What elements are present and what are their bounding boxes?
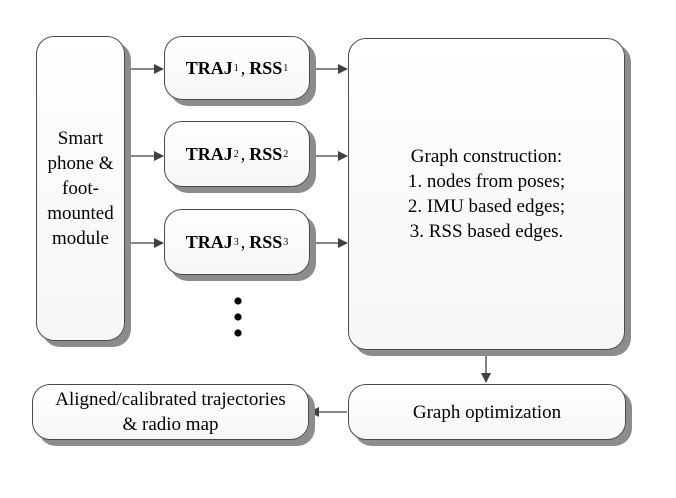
- ellipsis-dot: [234, 329, 242, 337]
- traj-label: TRAJ: [185, 143, 233, 164]
- output-line: Aligned/calibrated trajectories: [55, 389, 286, 410]
- graph-optimization-label: Graph optimization: [412, 401, 562, 423]
- traj-index: 3: [233, 236, 239, 248]
- graph-construction-box: Graph construction: 1. nodes from poses;…: [348, 38, 625, 350]
- source-line: phone &: [47, 153, 114, 174]
- traj-index: 1: [233, 62, 239, 74]
- graph-construction-title: Graph construction:: [410, 146, 563, 167]
- graph-construction-step: 2. IMU based edges;: [407, 196, 566, 217]
- traj-label: TRAJ: [185, 231, 233, 252]
- source-line: foot-: [62, 178, 99, 199]
- rss-label: RSS: [249, 57, 283, 78]
- source-line: module: [52, 228, 109, 249]
- rss-index: 1: [283, 62, 289, 74]
- traj-index: 2: [233, 148, 239, 160]
- source-line: mounted: [47, 203, 114, 224]
- output-line: & radio map: [122, 414, 219, 435]
- rss-label: RSS: [249, 231, 283, 252]
- output-box: Aligned/calibrated trajectories & radio …: [32, 384, 309, 440]
- graph-construction-step: 3. RSS based edges.: [409, 221, 564, 242]
- rss-index: 2: [283, 148, 289, 160]
- rss-index: 3: [283, 236, 289, 248]
- source-line: Smart: [57, 128, 104, 149]
- ellipsis-dot: [234, 297, 242, 305]
- traj-label: TRAJ: [185, 57, 233, 78]
- graph-optimization-box: Graph optimization: [348, 384, 626, 440]
- ellipsis-dot: [234, 313, 242, 321]
- graph-construction-step: 1. nodes from poses;: [407, 171, 566, 192]
- source-box: Smart phone & foot- mounted module: [36, 36, 125, 341]
- rss-label: RSS: [249, 143, 283, 164]
